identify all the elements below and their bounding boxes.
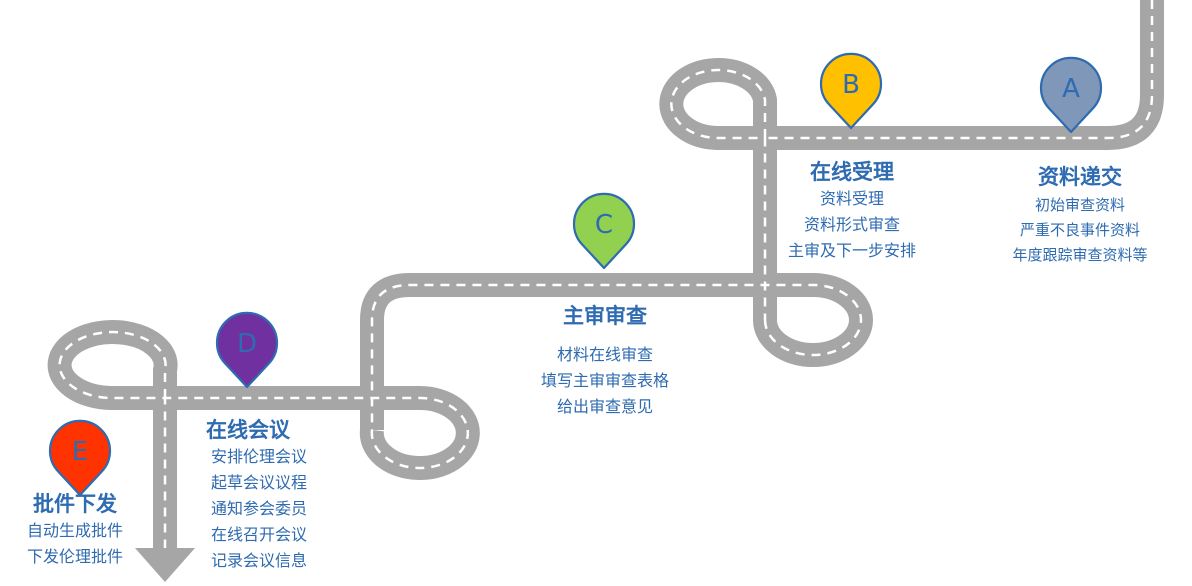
stage-d-description: 在线会议 安排伦理会议 起草会议议程 通知参会委员 在线召开会议 记录会议信息 <box>196 416 336 574</box>
road-path <box>47 0 1164 582</box>
road-loop-b <box>659 58 777 320</box>
map-pin-c-icon: C <box>572 192 636 270</box>
stage-e-item-2: 下发伦理批件 <box>26 547 123 566</box>
stage-c-item-2: 填写主审审查表格 <box>540 371 669 390</box>
map-pin-a-body <box>1039 56 1103 134</box>
stage-a-item-2: 严重不良事件资料 <box>1019 221 1140 239</box>
stage-c-title: 主审审查 <box>563 304 647 328</box>
map-pin-a-letter: A <box>1062 74 1080 104</box>
stage-e-description: 批件下发 自动生成批件 下发伦理批件 <box>10 490 140 570</box>
map-pin-e-body <box>48 419 112 497</box>
stage-markers: A B C D E <box>48 52 1103 497</box>
stage-e-item-1: 自动生成批件 <box>26 521 123 540</box>
map-pin-c-body <box>572 192 636 270</box>
stage-b-item-1: 资料受理 <box>819 189 884 208</box>
map-pin-b-icon: B <box>819 52 883 130</box>
stage-a-item-1: 初始审查资料 <box>1034 196 1125 214</box>
road-loop-left-lane <box>58 330 167 550</box>
stage-b-item-3: 主审及下一步安排 <box>787 241 916 260</box>
stage-d-item-3: 通知参会委员 <box>211 499 308 518</box>
stage-e-items: 自动生成批件 下发伦理批件 <box>10 518 140 570</box>
road-loop-d-right <box>165 386 480 480</box>
stage-a-description: 资料递交 初始审查资料 严重不良事件资料 年度跟踪审查资料等 <box>1000 163 1160 268</box>
stage-d-item-4: 在线召开会议 <box>211 525 308 544</box>
road-loop-lower-right-lane <box>370 283 863 430</box>
stage-d-item-5: 记录会议信息 <box>211 551 308 570</box>
stage-d-items: 安排伦理会议 起草会议议程 通知参会委员 在线召开会议 记录会议信息 <box>196 444 336 574</box>
map-pin-a-icon: A <box>1039 56 1103 134</box>
stage-a-title: 资料递交 <box>1038 165 1122 189</box>
map-pin-d-letter: D <box>237 329 257 359</box>
map-pin-d-icon: D <box>215 311 279 389</box>
stage-b-items: 资料受理 资料形式审查 主审及下一步安排 <box>772 186 932 264</box>
map-pin-d-body <box>215 311 279 389</box>
road-segment-top-lane <box>765 0 1154 140</box>
stage-b-description: 在线受理 资料受理 资料形式审查 主审及下一步安排 <box>772 158 932 264</box>
stage-a-item-3: 年度跟踪审查资料等 <box>1012 246 1148 264</box>
stage-c-description: 主审审查 材料在线审查 填写主审审查表格 给出审查意见 <box>520 302 690 420</box>
stage-e-title: 批件下发 <box>33 492 117 516</box>
map-pin-e-letter: E <box>72 437 88 467</box>
stage-c-item-1: 材料在线审查 <box>556 345 653 364</box>
map-pin-b-body <box>819 52 883 130</box>
stage-c-item-3: 给出审查意见 <box>556 397 653 416</box>
stage-d-title: 在线会议 <box>206 418 290 442</box>
stage-d-item-1: 安排伦理会议 <box>211 447 308 466</box>
map-pin-e-icon: E <box>48 419 112 497</box>
stage-d-item-2: 起草会议议程 <box>211 473 308 492</box>
road-end-arrow <box>135 548 195 582</box>
stage-c-items: 材料在线审查 填写主审审查表格 给出审查意见 <box>520 342 690 420</box>
stage-b-title: 在线受理 <box>810 160 894 184</box>
map-pin-b-letter: B <box>842 70 860 100</box>
stage-a-items: 初始审查资料 严重不良事件资料 年度跟踪审查资料等 <box>1000 193 1160 268</box>
map-pin-c-letter: C <box>595 210 613 240</box>
stage-b-item-2: 资料形式审查 <box>803 215 900 234</box>
